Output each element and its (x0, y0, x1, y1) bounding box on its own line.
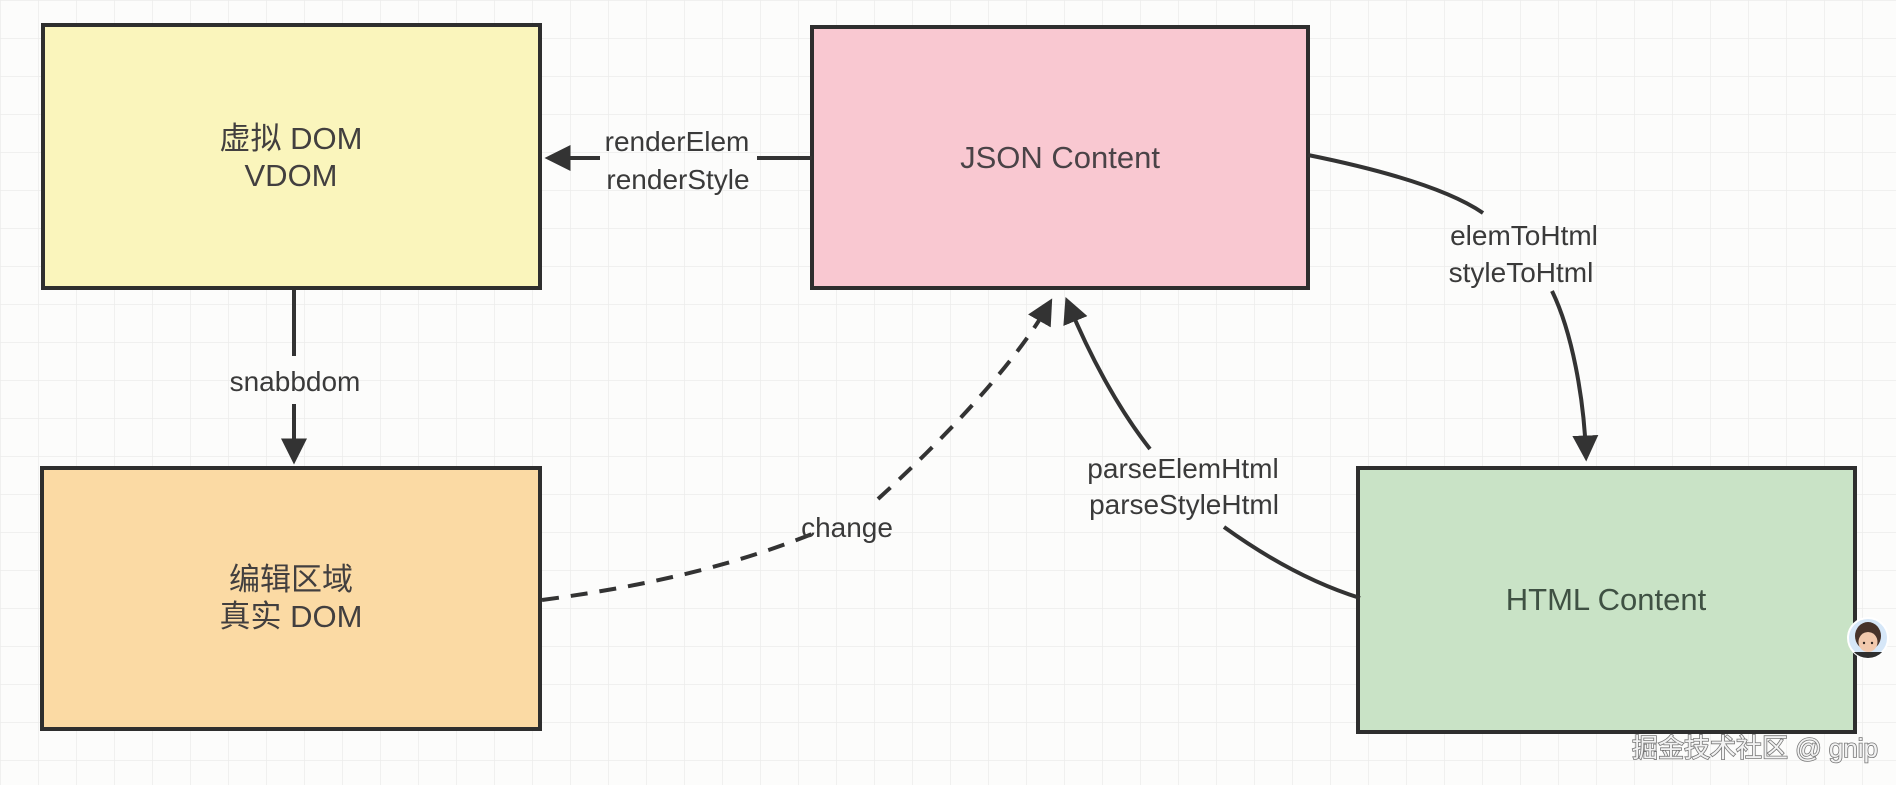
edge-parse-html: parseElemHtml parseStyleHtml (1063, 296, 1361, 600)
edge-tohtml-label-line1: elemToHtml (1450, 220, 1598, 251)
watermark: 掘金技术社区 @ gnip (1632, 733, 1878, 763)
node-json-box (810, 25, 1310, 290)
node-vdom-box (41, 23, 542, 290)
edge-change-line-left (541, 528, 823, 602)
edge-elem-to-html: elemToHtml styleToHtml (1307, 153, 1599, 462)
node-html-label: HTML Content (1506, 582, 1707, 617)
edge-change-arrow (876, 298, 1053, 501)
avatar (1847, 617, 1889, 659)
edge-snabbdom-label: snabbdom (230, 366, 361, 397)
edge-tohtml-line-top (1307, 153, 1485, 215)
node-vdom: 虚拟 DOM VDOM (41, 23, 542, 290)
edge-change: change (541, 298, 1053, 602)
edge-parse-label-line1: parseElemHtml (1087, 453, 1278, 484)
node-vdom-label-line2: VDOM (245, 158, 338, 193)
edge-change-label: change (801, 512, 893, 543)
edge-parse-line-bottom (1222, 525, 1361, 600)
edge-tohtml-arrow (1550, 290, 1599, 462)
edge-parse-label-line2: parseStyleHtml (1089, 489, 1279, 520)
node-editor-label-line1: 编辑区域 (229, 562, 353, 597)
node-editor-label-line2: 真实 DOM (220, 599, 363, 634)
node-html-box (1356, 466, 1857, 734)
edge-snabbdom: snabbdom (230, 290, 361, 465)
node-editor-dom: 编辑区域 真实 DOM (40, 466, 542, 731)
node-json-content: JSON Content (810, 25, 1310, 290)
node-vdom-label-line1: 虚拟 DOM (220, 121, 363, 156)
avatar-face-group (1852, 622, 1884, 658)
avatar-shirt (1852, 652, 1884, 658)
node-editor-box (40, 466, 542, 731)
edge-render-label-line2: renderStyle (606, 164, 749, 195)
edge-tohtml-label-line2: styleToHtml (1449, 257, 1594, 288)
avatar-bangs (1856, 625, 1880, 640)
edge-render: renderElem renderStyle (544, 126, 812, 195)
node-html-content: HTML Content (1356, 466, 1857, 734)
node-json-label: JSON Content (960, 140, 1160, 175)
edge-parse-arrow (1063, 296, 1152, 451)
avatar-eye-right (1870, 641, 1874, 645)
avatar-eye-left (1862, 641, 1866, 645)
edge-render-label-line1: renderElem (605, 126, 750, 157)
avatar-face (1858, 632, 1878, 652)
